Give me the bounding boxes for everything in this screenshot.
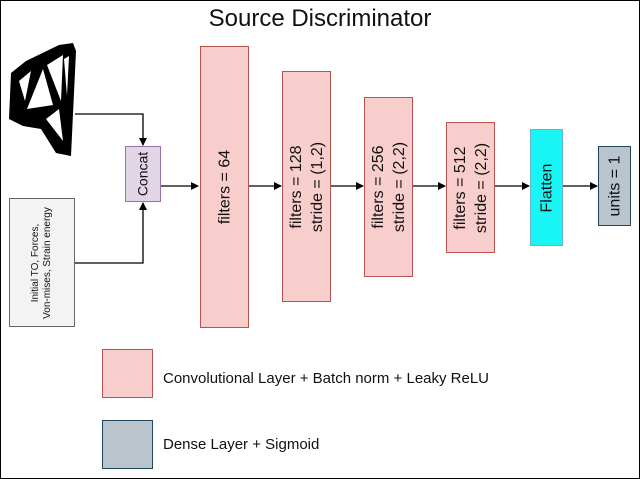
conv-layer-3: filters = 256 stride = (2,2) [364,97,413,277]
conv-layer-1-label: filters = 64 [214,150,235,224]
topology-structure-image [9,43,76,156]
inputs-box: Initial TO, Forces, Von-mises, Strain en… [9,198,75,327]
arrow-structure-to-concat [75,113,147,146]
conv-layer-4: filters = 512 stride = (2,2) [446,122,495,253]
conv-layer-2-label: filters = 128 stride = (1,2) [286,141,328,231]
inputs-label: Initial TO, Forces, Von-mises, Strain en… [30,207,54,319]
inputs-line-1: Initial TO, Forces, [30,223,41,302]
conv-layer-3-filters: filters = 256 [369,145,387,229]
legend-label-conv: Convolutional Layer + Batch norm + Leaky… [163,370,490,387]
legend-swatch-conv [102,349,153,398]
units-label: units = 1 [606,155,623,217]
conv-layer-2-filters: filters = 128 [287,144,305,229]
conv-layer-4-stride: stride = (2,2) [472,142,490,233]
diagram-title: Source Discriminator [208,5,432,32]
legend-swatch-dense [102,420,153,469]
arrow-inputs-to-concat [75,202,147,264]
flatten-label: Flatten [538,163,555,212]
concat-block: Concat [125,146,161,202]
conv-layer-4-filters: filters = 512 [451,145,469,230]
conv-layer-4-label: filters = 512 stride = (2,2) [450,142,492,232]
concat-label: Concat [134,151,151,197]
dense-output-block: units = 1 [598,146,631,226]
conv-layer-3-label: filters = 256 stride = (2,2) [368,142,410,232]
flatten-block: Flatten [530,129,563,246]
conv-layer-3-stride: stride = (2,2) [390,141,408,233]
inputs-line-2: Von-mises, Strain energy [42,206,53,319]
legend-label-dense: Dense Layer + Sigmoid [163,436,320,453]
conv-layer-1-filters: filters = 64 [216,149,233,225]
conv-layer-2-stride: stride = (1,2) [308,141,326,232]
conv-layer-1: filters = 64 [200,46,249,328]
conv-layer-2: filters = 128 stride = (1,2) [282,71,331,302]
